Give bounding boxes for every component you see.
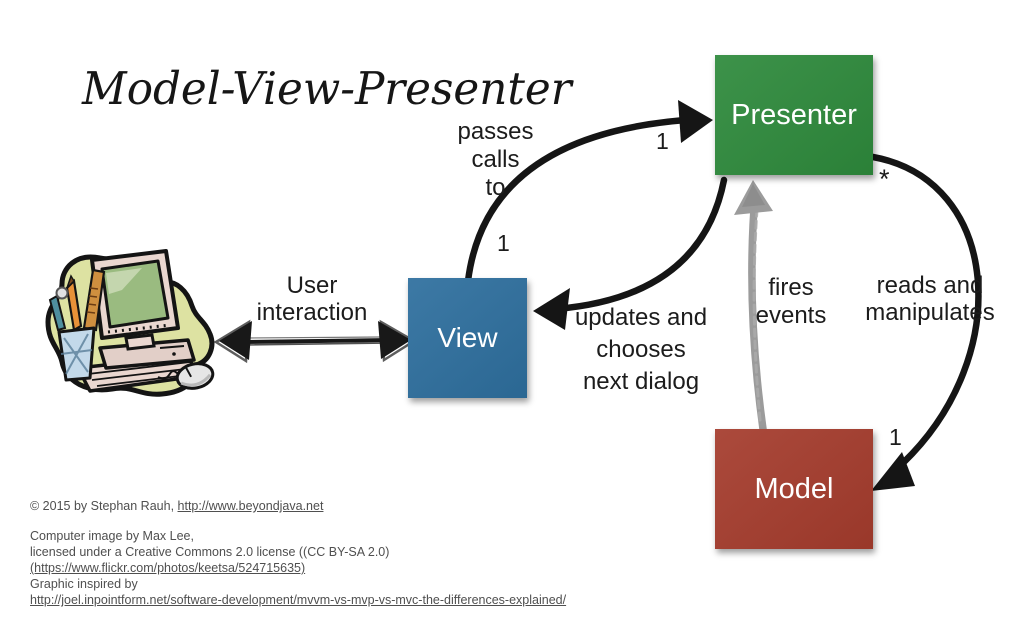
- model-box: Model: [715, 429, 873, 549]
- flickr-link[interactable]: (https://www.flickr.com/photos/keetsa/52…: [30, 561, 306, 575]
- inspired-line: Graphic inspired by: [30, 577, 138, 591]
- image-credit-block: Computer image by Max Lee, licensed unde…: [30, 528, 566, 608]
- passes-calls-label: passes calls to: [457, 118, 534, 201]
- reads-manipulates-arrow: [869, 153, 982, 491]
- multiplicity-reads-model-end: 1: [889, 424, 902, 450]
- updates-chooses-label: updates and chooses next dialog: [574, 304, 708, 395]
- copyright-line: © 2015 by Stephan Rauh, http://www.beyon…: [30, 498, 566, 514]
- fires-events-label: fires events: [755, 274, 827, 329]
- view-box-label: View: [437, 322, 498, 353]
- view-box: View: [408, 278, 527, 398]
- computer-icon: [45, 249, 215, 397]
- computer-clipart: [45, 249, 215, 397]
- copyright-text: © 2015 by Stephan Rauh,: [30, 499, 178, 513]
- reads-manipulates-label: reads and manipulates: [865, 272, 995, 326]
- updates-arrow: [533, 176, 728, 330]
- multiplicity-reads-presenter-end: *: [879, 164, 890, 194]
- passes-calls-arrow: [464, 100, 713, 285]
- multiplicity-view-end: 1: [497, 230, 510, 256]
- beyondjava-link[interactable]: http://www.beyondjava.net: [177, 499, 324, 513]
- multiplicity-presenter-end: 1: [656, 128, 669, 154]
- model-box-label: Model: [754, 472, 834, 505]
- fires-events-arrow: [734, 180, 773, 433]
- diagram-title: Model-View-Presenter: [82, 62, 572, 115]
- credit-line-1: Computer image by Max Lee,: [30, 529, 194, 543]
- footer-credits: © 2015 by Stephan Rauh, http://www.beyon…: [30, 498, 566, 608]
- inpointform-link[interactable]: http://joel.inpointform.net/software-dev…: [30, 593, 567, 607]
- user-interaction-label: User interaction: [256, 272, 368, 326]
- credit-line-2: licensed under a Creative Commons 2.0 li…: [30, 545, 390, 559]
- presenter-box: Presenter: [715, 55, 873, 175]
- user-interaction-arrow: [213, 319, 417, 364]
- presenter-box-label: Presenter: [731, 98, 857, 131]
